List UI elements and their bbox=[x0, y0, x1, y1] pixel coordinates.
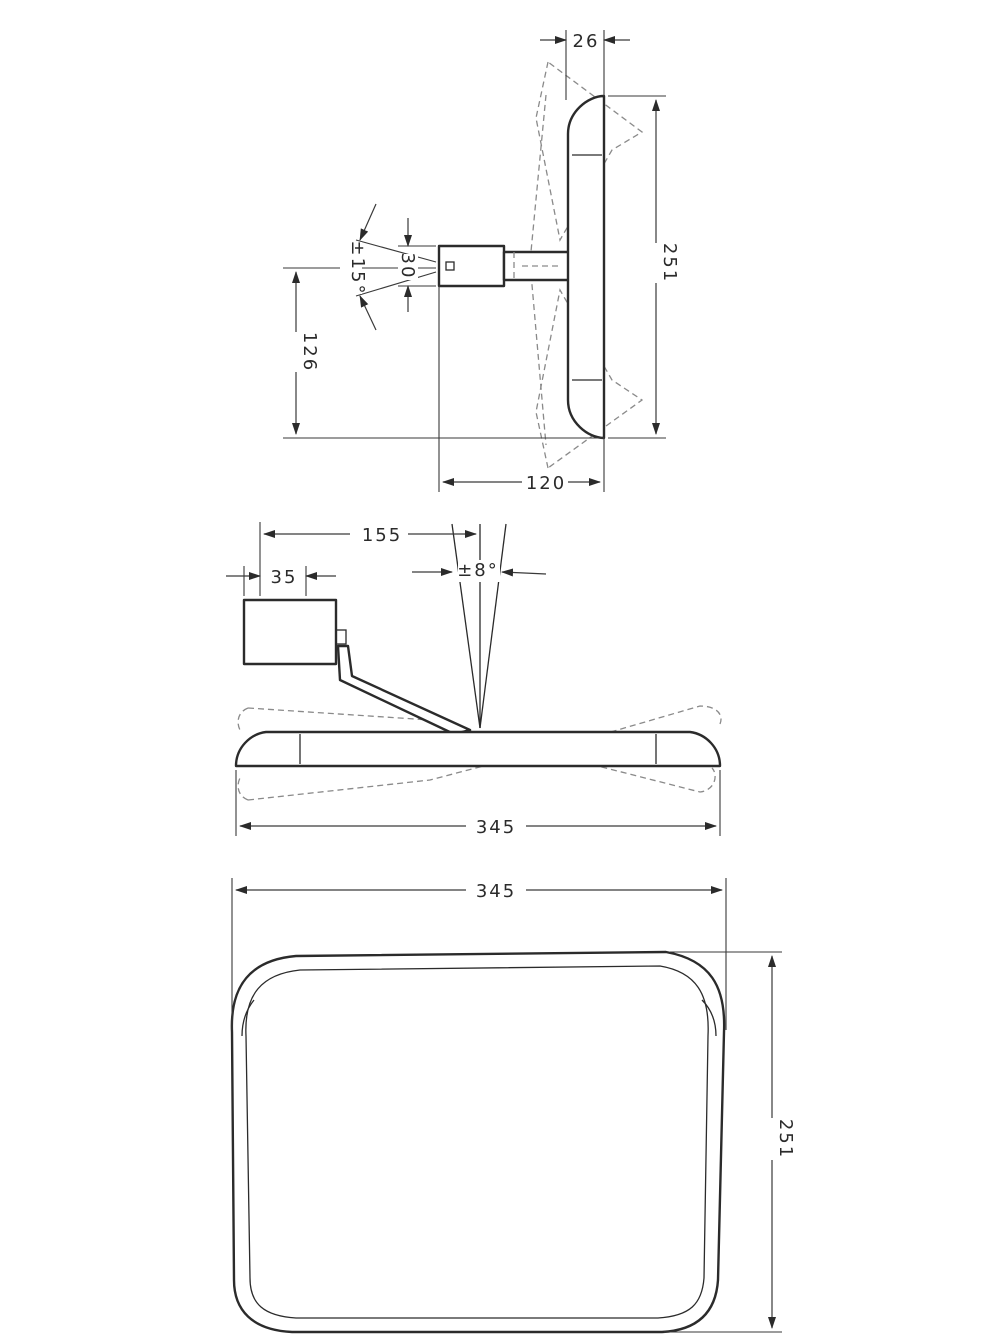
side-view: 26 251 30 ±15° 126 120 bbox=[283, 30, 680, 494]
tilt-ghost-back bbox=[529, 94, 547, 446]
mirror-profile bbox=[566, 94, 606, 440]
label-front-width: 345 bbox=[476, 881, 516, 902]
label-depth: 120 bbox=[526, 473, 566, 494]
label-front-height: 251 bbox=[775, 1119, 796, 1159]
top-mirror-profile bbox=[234, 730, 722, 768]
label-mirror-height: 251 bbox=[659, 243, 680, 283]
bracket-pivot bbox=[445, 261, 455, 271]
swivel-ghost-b bbox=[247, 705, 722, 801]
label-bracket-height: 30 bbox=[397, 253, 418, 280]
label-bracket-width: 35 bbox=[271, 567, 298, 588]
dim-tilt-angle bbox=[359, 203, 377, 241]
mirror-outer-frame bbox=[230, 950, 726, 1334]
label-center-height: 126 bbox=[299, 332, 320, 372]
label-arm-length: 155 bbox=[362, 525, 402, 546]
top-arm bbox=[336, 644, 472, 736]
label-mirror-thickness: 26 bbox=[573, 31, 600, 52]
swivel-ghost-a bbox=[247, 707, 716, 793]
label-tilt-angle: ±15° bbox=[347, 241, 368, 296]
top-view: 155 35 ±8° 345 bbox=[226, 522, 722, 838]
label-top-width: 345 bbox=[476, 817, 516, 838]
mirror-inner-frame bbox=[245, 965, 709, 1319]
front-view: 345 251 bbox=[230, 878, 796, 1334]
top-bracket bbox=[242, 598, 338, 666]
wall-bracket bbox=[437, 244, 506, 288]
label-swivel-angle: ±8° bbox=[457, 560, 499, 581]
